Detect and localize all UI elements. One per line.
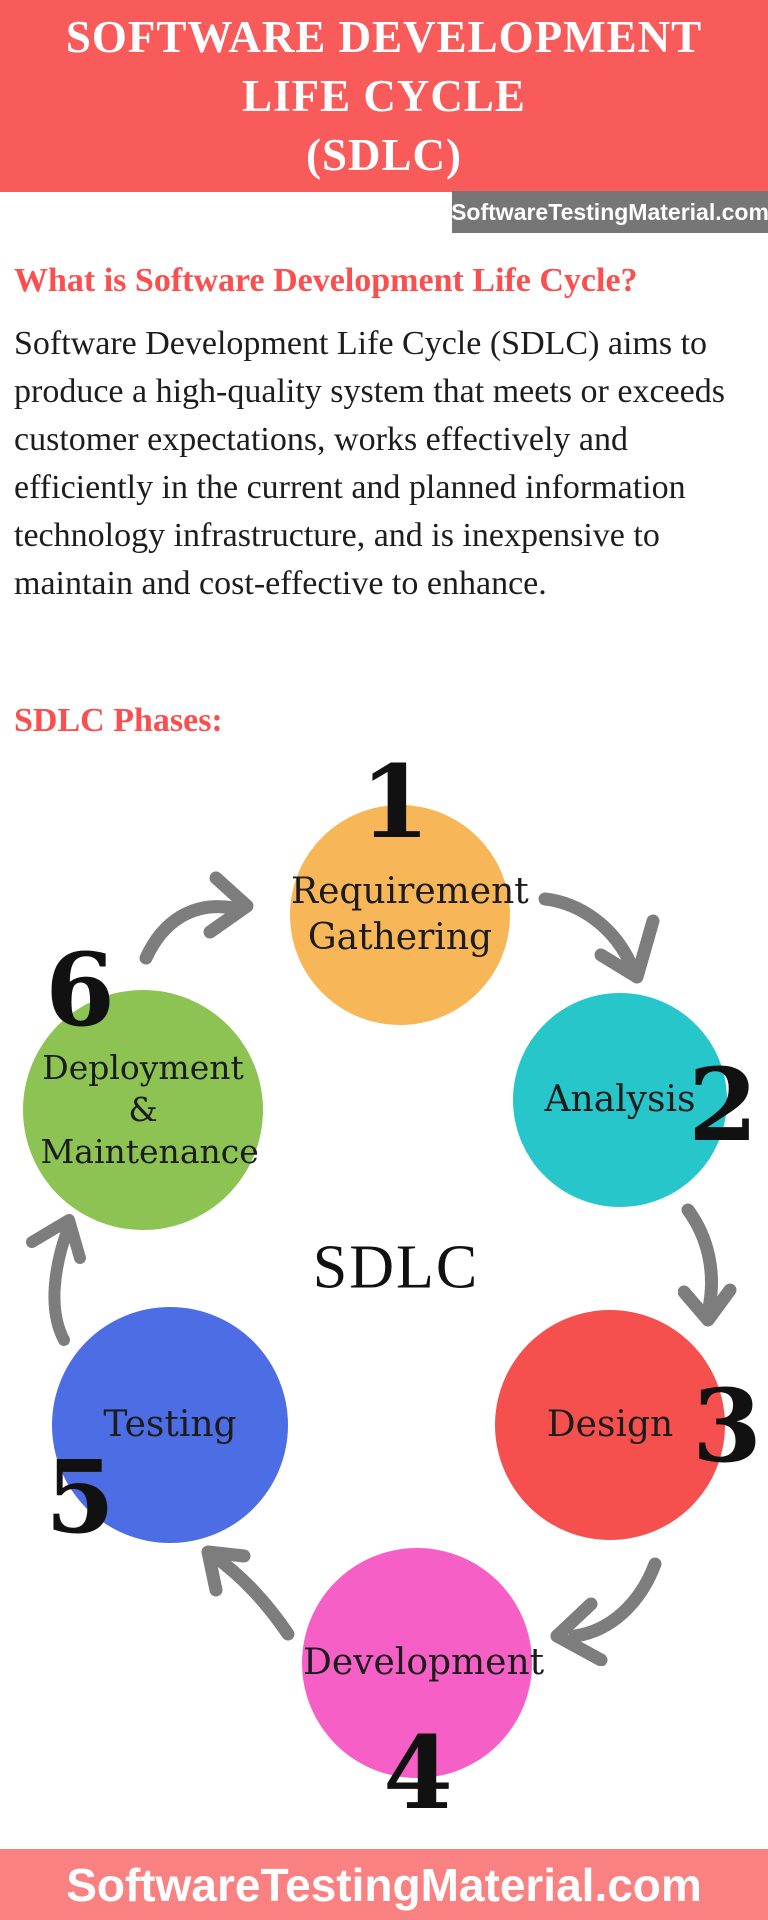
brand-badge: SoftwareTestingMaterial.com <box>451 191 768 233</box>
phases-section-heading: SDLC Phases: <box>14 702 223 739</box>
footer-banner: SoftwareTestingMaterial.com <box>0 1849 768 1920</box>
phase-number-2: 2 <box>688 1046 758 1164</box>
header-banner: SOFTWARE DEVELOPMENT LIFE CYCLE (SDLC) <box>0 0 768 192</box>
phase-circle-testing: Testing <box>52 1307 288 1543</box>
phase-circle-development: Development <box>302 1548 545 1778</box>
infographic-title-line-2: LIFE CYCLE <box>242 70 526 121</box>
arrow-5-to-6-icon <box>26 1214 86 1346</box>
phase-circle-deployment-maintenance: Deployment & Maintenance <box>23 990 263 1230</box>
arrow-3-to-4-icon <box>550 1557 662 1666</box>
cycle-center-label: SDLC <box>312 1233 480 1302</box>
arrow-4-to-5-icon <box>201 1545 295 1641</box>
arrow-1-to-2-icon <box>538 892 660 984</box>
phase-label-analysis: Analysis <box>544 1078 696 1120</box>
footer-site-label: SoftwareTestingMaterial.com <box>66 1858 702 1911</box>
arrow-2-to-3-icon <box>678 1203 737 1327</box>
phase-circle-requirement-gathering: Requirement Gathering <box>290 805 529 1025</box>
phase-label-design: Design <box>546 1403 674 1445</box>
intro-paragraph: Software Development Life Cycle (SDLC) a… <box>14 325 725 602</box>
infographic-title-line-3: (SDLC) <box>305 129 462 180</box>
phase-circle-analysis: Analysis <box>513 993 727 1207</box>
intro-section-heading: What is Software Development Life Cycle? <box>14 262 638 299</box>
phase-label-testing: Testing <box>103 1403 237 1445</box>
phase-number-3: 3 <box>692 1367 762 1485</box>
arrow-6-to-1-icon <box>139 871 254 965</box>
phase-label-deployment-maintenance: Deployment & Maintenance <box>40 1047 259 1172</box>
phase-number-1: 1 <box>360 743 430 861</box>
phase-number-4: 4 <box>383 1714 453 1832</box>
brand-badge-label: SoftwareTestingMaterial.com <box>451 198 768 225</box>
phase-number-6: 6 <box>45 931 115 1049</box>
phase-number-5: 5 <box>45 1438 115 1556</box>
phase-label-requirement-gathering: Requirement Gathering <box>291 870 529 958</box>
phase-label-development: Development <box>303 1641 545 1683</box>
infographic-title-line-1: SOFTWARE DEVELOPMENT <box>65 11 703 62</box>
phase-circle-design: Design <box>495 1310 725 1540</box>
